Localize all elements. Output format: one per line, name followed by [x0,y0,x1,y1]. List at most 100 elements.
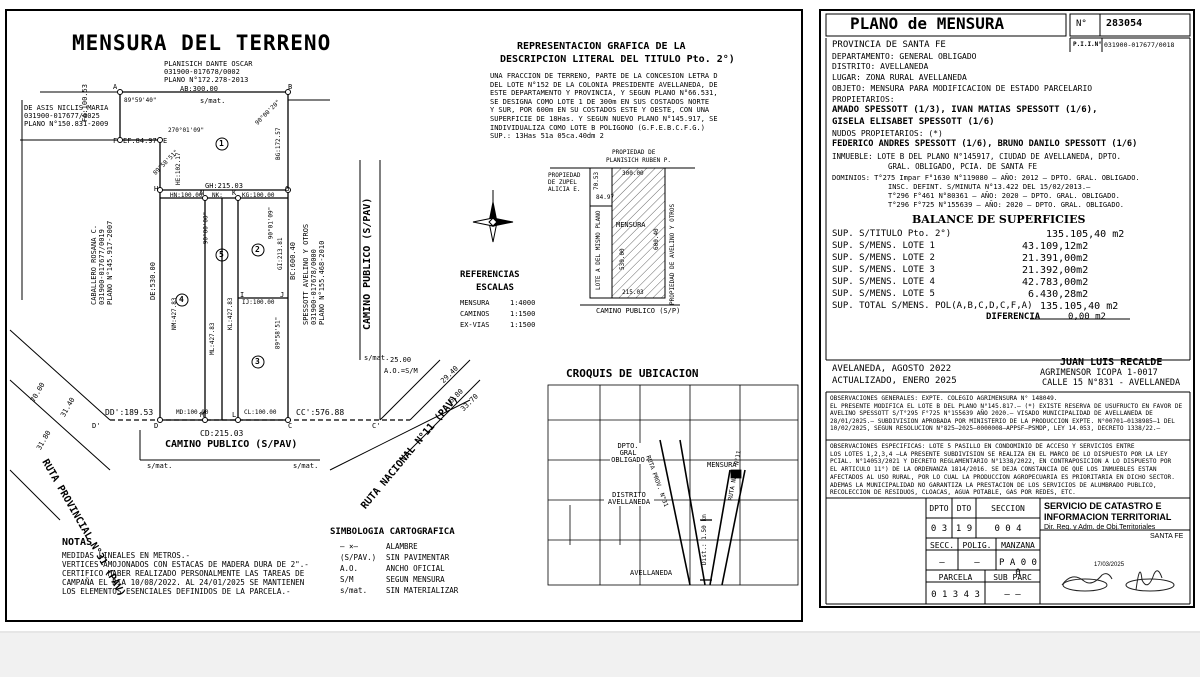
plano-title: PLANO de MENSURA [850,14,1005,33]
balance-row: SUP. TOTAL S/MENS. POL(A,B,C,D,C,F,A) [832,301,1033,311]
rep-d300: 300.00 [622,170,644,177]
croquis-mensura: MENSURA [707,461,737,469]
rep-line: ESTE DEPARTAMENTO Y PROVINCIA, Y SEGUN P… [490,89,718,98]
nudos-label: NUDOS PROPIETARIOS: (*) [832,129,943,138]
notas-body: MEDIDAS LINEALES EN METROS.- VERTICES AM… [62,551,309,596]
camino-publico-v-label: CAMINO PUBLICO (S/PAV) [362,197,373,330]
dim-he: HE:102.17 [175,152,182,185]
rep-d215: 215.03 [622,289,644,296]
point-d: D [154,422,159,430]
grid-v-manzana: P A 0 0 0 [999,558,1037,578]
dim-hn: HN:100.00 [170,192,203,199]
simb-row: — ×—ALAMBRE [340,542,418,551]
obs-line: PCIAL. N°14053/2021 Y DECRETO REGLAMENTA… [830,458,1172,466]
rep-prop2: PLANISICH RUBEN P. [606,157,672,164]
owner-north: PLANISICH DANTE OSCAR 031900-017678/0002… [164,60,253,84]
obs-generales: OBSERVACIONES GENERALES: EXPTE. COLEGIO … [830,395,1182,433]
balance-row: SUP. S/MENS. LOTE 3 [832,265,935,275]
simb-row: (S/PAV.)SIN PAVIMENTAR [340,553,450,562]
vertices [117,89,291,423]
point-h: H [154,185,159,193]
dim-ab: AB:300.00 [180,85,218,93]
obs-line: 10/02/2025, SEGUN RESOLUCION N°825—2025—… [830,425,1161,433]
owner-west-plano: PLANO N°150.831-2009 [24,120,109,128]
croquis-avellaneda: AVELLANEDA [630,569,673,577]
rep-title-2: DESCRIPCION LITERAL DEL TITULO Pto. 2°) [500,54,735,65]
obs-especificas: OBSERVACIONES ESPECIFICAS: LOTE 5 PASILL… [830,443,1175,497]
dim-gh: GH:215.03 [205,182,243,190]
croquis-distrito: DISTRITO AVELLANEDA [604,492,654,506]
point-n: N [200,189,205,197]
balance-row: SUP. S/MENS. LOTE 1 [832,241,935,251]
rep-avelino: PROPIEDAD DE AVELINO Y OTROS [669,203,676,305]
dim-cd: CD:215.03 [200,429,244,438]
point-k: K [232,189,237,197]
provincia: PROVINCIA DE SANTA FE [832,40,946,50]
dominio-1: DOMINIOS: T°275 Impar F°1630 N°119080 — … [832,174,1140,182]
propietarios-line-1: AMADO SPESSOTT (1/3), IVAN MATIAS SPESSO… [832,105,1098,115]
point-g: G [285,185,290,193]
agrimensor-address: CALLE 15 N°831 - AVELLANEDA [1042,378,1181,388]
pii-value: 031900-017677/0018 [1104,41,1175,49]
balance-title: BALANCE DE SUPERFICIES [912,213,1086,226]
lugar: LUGAR: ZONA RURAL AVELLANEDA [832,73,967,82]
balance-val: 6.430,28m2 [1028,289,1089,300]
objeto: OBJETO: MENSURA PARA MODIFICACION DE EST… [832,84,1093,93]
camino-publico-label: CAMINO PUBLICO (S/PAV) [165,439,298,450]
nota-line: VERTICES AMOJONADOS CON ESTACAS DE MADER… [62,560,309,569]
right-panel-rules [825,13,1191,605]
point-i: I [240,291,245,299]
balance-val: 21.391,00m2 [1022,253,1089,264]
balance-val: 135.105,40 m2 [1046,229,1125,240]
catastro-date: 17/03/2025 [1094,562,1125,568]
owner-west2-code: 031900-017677/0019 [98,229,106,305]
angle-f: 270°01'09" [168,127,205,134]
lot-4: 4 [179,295,184,304]
lot-2: 2 [255,245,260,254]
catastro-1: SERVICIO DE CATASTRO E [1044,501,1162,511]
obs-line: LOS LOTES 1,2,3,4 —LA PRESENTE SUBDIVISI… [830,450,1168,458]
balance-row: SUP. S/MENS. LOTE 4 [832,277,935,287]
grid-v-sub: — — [1004,590,1021,600]
rep-plan [550,167,695,306]
croquis-dist: Dist.: 1.50 km [701,514,708,565]
rep-line: UNA FRACCION DE TERRENO, PARTE DE LA CON… [490,72,718,80]
diferencia-label: DIFERENCIA [986,312,1041,322]
rep-prop1: PROPIEDAD DE [612,149,656,156]
simb-title: SIMBOLOGIA CARTOGRAFICA [330,527,455,537]
pii-label: P.I.I.N° [1073,41,1102,48]
lot-5: 5 [219,250,224,259]
point-a: A [113,83,118,91]
owner-west2-name: CABALLERO ROSANA C. [90,224,98,305]
obs-line: OBSERVACIONES GENERALES: EXPTE. COLEGIO … [830,395,1058,402]
dim-nk: NK: [212,192,223,199]
north-arrow [472,190,514,243]
ao-sm-label: A.O.=S/M [384,367,418,375]
agrimensor-mat: AGRIMENSOR ICOPA 1-0017 [1040,368,1158,378]
rep-camino: CAMINO PUBLICO (S/P) [596,307,681,315]
grid-v-dto: 1 9 [955,524,973,534]
dim-kl: KL:427.83 [227,297,234,330]
balance-val: 135.105,40 m2 [1040,301,1119,312]
balance-row: SUP. S/TITULO Pto. 2°) [832,229,952,239]
fecha-1: AVELANEDA, AGOSTO 2022 [832,364,952,374]
parcel-outline [110,91,410,421]
signatures [1061,570,1175,592]
owner-north-plano: PLANO N°172.278-2013 [164,76,249,84]
angle-l: 89°58'51" [274,316,282,350]
dim-de: DE:530.00 [149,262,157,300]
obs-line: ADEMAS LA MUNICIPALIDAD NO GARANTIZA LA … [830,481,1157,489]
dominio-2: INSC. DEFINT. S/MINUTA N°13.422 DEL 15/0… [888,183,1091,191]
dim-dd: DD':189.53 [105,408,154,417]
angle-n: 90°00'00" [202,211,210,245]
owner-west2: CABALLERO ROSANA C. 031900-017677/0019 P… [90,221,114,305]
grid-v-parcela: 0 1 3 4 3 [931,590,980,600]
point-e: E [163,137,168,145]
nudos-line: FEDERICO ANDRES SPESSOTT (1/6), BRUNO DA… [832,139,1138,149]
inmueble-2: GRAL. OBLIGADO, PCIA. DE SANTA FE [888,162,1038,171]
rep-title-1: REPRESENTACION GRAFICA DE LA [517,41,686,52]
